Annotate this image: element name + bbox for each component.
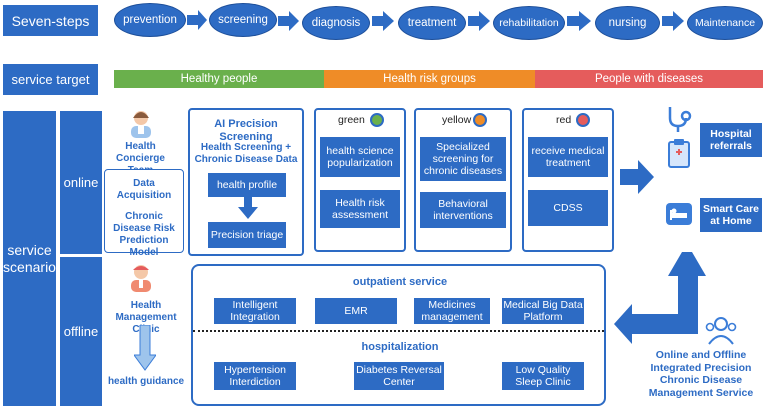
bed-icon	[666, 203, 692, 225]
arrow-right-icon	[468, 11, 490, 31]
step-label: prevention	[123, 14, 177, 26]
yellow-label: yellow	[442, 114, 472, 126]
service-scenario-text: service scenario	[3, 241, 56, 275]
arrow-down-icon	[238, 197, 258, 219]
step-maintenance: Maintenance	[687, 6, 763, 40]
step-label: nursing	[608, 17, 647, 29]
green-item-1: health science popularization	[320, 137, 400, 177]
step-label: rehabilitation	[499, 17, 559, 29]
hospitalization-item-3: Low Quality Sleep Clinic	[502, 362, 584, 390]
green-dot	[370, 113, 384, 127]
band-label: Healthy people	[180, 73, 258, 85]
step-label: diagnosis	[311, 17, 361, 29]
outpatient-item-2: EMR	[315, 298, 397, 324]
outpatient-item-4: Medical Big Data Platform	[502, 298, 584, 324]
hospital-referrals-box: Hospital referrals	[700, 123, 762, 157]
step-arrows	[187, 10, 684, 31]
health-guidance-text: health guidance	[107, 376, 185, 387]
yellow-item-1: Specialized screening for chronic diseas…	[420, 137, 506, 181]
step-diagnosis: diagnosis	[302, 6, 370, 40]
hospitalization-title: hospitalization	[361, 341, 439, 353]
step-label: screening	[218, 14, 268, 26]
outpatient-item-3: Medicines management	[414, 298, 490, 324]
ai-screening-title: AI Precision Screening	[214, 118, 278, 144]
arrow-down-icon	[134, 325, 156, 371]
yellow-item-2: Behavioral interventions	[420, 192, 506, 228]
outpatient-item-1: Intelligent Integration	[214, 298, 296, 324]
seven-steps-label: Seven-steps	[3, 5, 98, 36]
arrow-right-icon	[278, 11, 299, 31]
green-item-2: Health risk assessment	[320, 190, 400, 228]
red-item-1: receive medical treatment	[528, 137, 608, 177]
arrow-right-icon	[187, 10, 207, 30]
service-target-label: service target	[3, 64, 98, 95]
service-target-text: service target	[11, 72, 90, 87]
risk-model-text: Chronic Disease Risk Prediction Model	[113, 211, 175, 258]
divider-dotted	[193, 330, 604, 332]
integrated-service-text: Online and Offline Integrated Precision …	[648, 349, 754, 399]
data-acquisition-panel	[104, 169, 184, 253]
band-label: People with diseases	[594, 73, 704, 85]
green-panel	[314, 108, 406, 252]
data-acquisition-text: Data Acquisition	[116, 178, 172, 201]
band-healthy: Healthy people	[114, 70, 324, 88]
red-label: red	[556, 114, 572, 126]
seven-steps-text: Seven-steps	[11, 12, 90, 29]
doctor-icon	[131, 265, 151, 292]
people-icon	[705, 317, 737, 345]
step-prevention: prevention	[114, 3, 186, 37]
hospitalization-item-2: Diabetes Reversal Center	[354, 362, 444, 390]
arrow-right-icon	[662, 11, 684, 31]
red-panel	[522, 108, 614, 252]
green-label: green	[338, 114, 365, 126]
step-label: treatment	[407, 17, 457, 29]
step-label: Maintenance	[694, 17, 756, 29]
offline-text: offline	[63, 324, 99, 339]
offline-label: offline	[60, 257, 102, 406]
step-rehabilitation: rehabilitation	[493, 6, 565, 40]
band-disease: People with diseases	[535, 70, 763, 88]
online-label: online	[60, 111, 102, 254]
precision-triage-box: Precision triage	[208, 222, 286, 248]
red-item-2: CDSS	[528, 190, 608, 226]
band-risk: Health risk groups	[324, 70, 535, 88]
arrow-l-shape-icon	[614, 252, 706, 344]
arrow-right-icon	[567, 11, 591, 31]
arrow-right-icon	[372, 11, 394, 31]
yellow-dot	[473, 113, 487, 127]
health-profile-box: health profile	[208, 173, 286, 197]
service-scenario-label: service scenario	[3, 111, 56, 406]
red-dot	[576, 113, 590, 127]
clipboard-icon	[668, 139, 690, 168]
hospitalization-item-1: Hypertension Interdiction	[214, 362, 296, 390]
online-text: online	[63, 175, 99, 190]
step-screening: screening	[209, 3, 277, 37]
step-nursing: nursing	[595, 6, 660, 40]
band-label: Health risk groups	[383, 73, 476, 85]
arrow-right-icon	[620, 160, 654, 194]
outpatient-title: outpatient service	[352, 276, 448, 288]
smart-care-home-box: Smart Care at Home	[700, 198, 762, 232]
step-treatment: treatment	[398, 6, 466, 40]
stethoscope-icon	[668, 107, 692, 132]
nurse-icon	[131, 111, 151, 138]
ai-screening-subtitle: Health Screening + Chronic Disease Data	[194, 142, 298, 165]
